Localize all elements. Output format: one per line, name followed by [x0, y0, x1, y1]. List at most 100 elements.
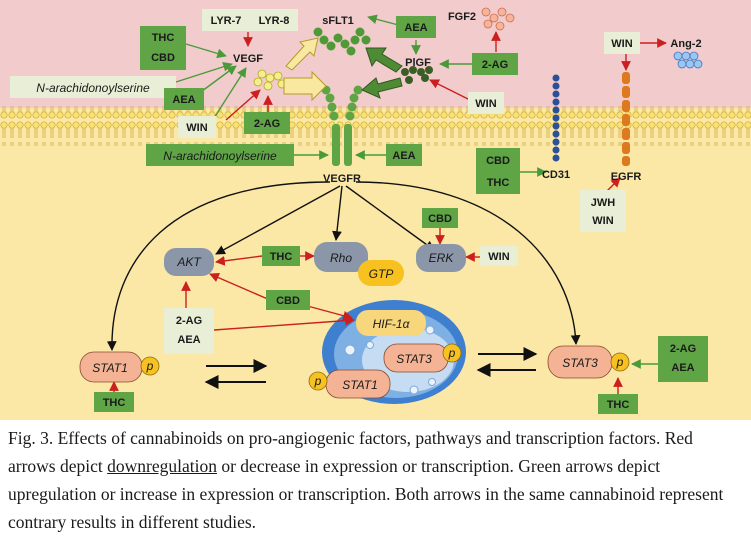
nas-label-2: N-arachidonoylserine [163, 149, 277, 163]
erk-label: ERK [429, 251, 455, 265]
2ag-top-box [472, 53, 518, 75]
aea-akt-label: AEA [177, 334, 200, 346]
win-plgf-label: WIN [475, 98, 496, 110]
arrow-2ag-aea-hif [213, 315, 355, 331]
sflt1-label: sFLT1 [322, 15, 354, 27]
win-jwh-label: WIN [592, 215, 613, 227]
thc-cd31-label: THC [487, 177, 510, 189]
arrow-thc-akt [215, 255, 263, 266]
stat3-label: STAT3 [562, 356, 598, 370]
cbd-erk-box [422, 208, 458, 228]
equilibrium-arrows-right [476, 347, 538, 377]
lyr8-label: LYR-8 [259, 15, 290, 27]
akt-label: AKT [176, 255, 202, 269]
win-top-box [604, 32, 640, 54]
cd31-label: CD31 [542, 169, 570, 181]
erk-node [416, 244, 466, 272]
thc-rho-label: THC [270, 251, 293, 263]
angiogenesis-diagram: LYR-7 LYR-8 sFLT1 AEA FGF2 THC CBD VEGF … [0, 0, 751, 420]
arrow-cbd-akt [209, 273, 271, 301]
2ag-stat3-label: 2-AG [670, 343, 696, 355]
2ag-akt-label: 2-AG [176, 315, 202, 327]
lyr7-label: LYR-7 [211, 15, 242, 27]
arrow-vegfr-erk [345, 185, 435, 251]
phosphate-stat3 [610, 352, 630, 372]
phosphate-stat1-nuclear [308, 371, 328, 391]
akt-node [164, 248, 214, 276]
2ag-left-box [244, 112, 290, 134]
caption-part2: or decrease in expression or transcripti… [8, 456, 724, 532]
hif1a-node [356, 310, 426, 336]
nas-label-1: N-arachidonoylserine [36, 81, 150, 95]
p-label-stat3-nuclear: p [448, 346, 456, 360]
cbd-cd31-label: CBD [486, 155, 510, 167]
thc-stat3-label: THC [607, 399, 630, 411]
caption-underlined: downregulation [107, 456, 217, 476]
jwh-label: JWH [591, 197, 616, 209]
arrow-vegfr-akt [215, 185, 341, 255]
cbd-mid-label: CBD [276, 295, 300, 307]
win-left-label: WIN [186, 122, 207, 134]
2ag-aea-stat3-box [658, 336, 708, 382]
thc-cbd-top-box [140, 26, 186, 70]
sflt1-molecule [313, 27, 371, 56]
phosphate-stat3-nuclear [442, 343, 462, 363]
phosphate-stat1 [140, 356, 160, 376]
nas-box-2 [146, 144, 294, 166]
egfr-receptor [622, 72, 630, 166]
cd31-receptor [552, 74, 560, 162]
fgf2-molecule [481, 7, 515, 31]
2ag-top-label: 2-AG [482, 59, 508, 71]
p-label-stat1-nuclear: p [314, 374, 322, 388]
egfr-label: EGFR [611, 171, 642, 183]
p-label-stat3: p [616, 355, 624, 369]
plgf-label: PlGF [405, 57, 431, 69]
vegf-sflt1-arrow [285, 37, 319, 71]
thc-stat3-box [598, 394, 638, 414]
ang2-label: Ang-2 [670, 38, 701, 50]
win-plgf-box [468, 92, 504, 114]
nas-box-1 [10, 76, 176, 98]
thc-top-label: THC [152, 32, 175, 44]
hif1a-label: HIF-1α [373, 317, 411, 331]
jwh-win-box [580, 190, 626, 232]
arrow-win-vegf [213, 67, 247, 119]
vegfr-label: VEGFR [323, 173, 361, 185]
aea-mid-box [386, 144, 422, 166]
arrow-aea-vegf [197, 65, 237, 95]
arrow-vegfr-rho [332, 185, 343, 241]
plgf-molecule [401, 66, 433, 84]
thc-stat1-box [94, 392, 134, 412]
arrow-thc-cbd-vegf [185, 43, 227, 59]
win-erk-box [480, 246, 518, 266]
cbd-top-label: CBD [151, 52, 175, 64]
win-left-box [178, 116, 216, 138]
arrow-vegfr-stat1 [106, 181, 331, 351]
arrow-win-plgf [429, 79, 471, 101]
gtp-node [358, 260, 404, 286]
2ag-aea-akt-box [164, 308, 214, 354]
cbd-erk-label: CBD [428, 213, 452, 225]
plgf-sflt1-arrow [365, 47, 403, 73]
cbd-thc-cd31-box [476, 148, 520, 194]
arrow-nas-vegf [175, 62, 233, 83]
stat1-label: STAT1 [92, 361, 128, 375]
rho-label: Rho [330, 251, 352, 265]
p-label-stat1: p [146, 359, 154, 373]
cell-membrane [0, 106, 751, 146]
fgf2-label: FGF2 [448, 11, 476, 23]
plgf-binding-arrow [361, 77, 403, 99]
win-erk-label: WIN [488, 251, 509, 263]
win-top-label: WIN [611, 38, 632, 50]
vegf-label: VEGF [233, 53, 263, 65]
aea-mid-label: AEA [392, 150, 415, 162]
stat3-nuclear-label: STAT3 [396, 352, 432, 366]
caption-part1: Fig. 3. Effects of cannabinoids on pro-a… [8, 428, 693, 476]
cbd-mid-box [266, 290, 310, 310]
aea-left-box [164, 88, 204, 110]
aea-top-box [396, 16, 436, 38]
ang2-molecule [673, 51, 703, 69]
rho-node [314, 242, 368, 272]
aea-left-label: AEA [172, 94, 195, 106]
arrow-win-vegf-red [225, 89, 261, 121]
